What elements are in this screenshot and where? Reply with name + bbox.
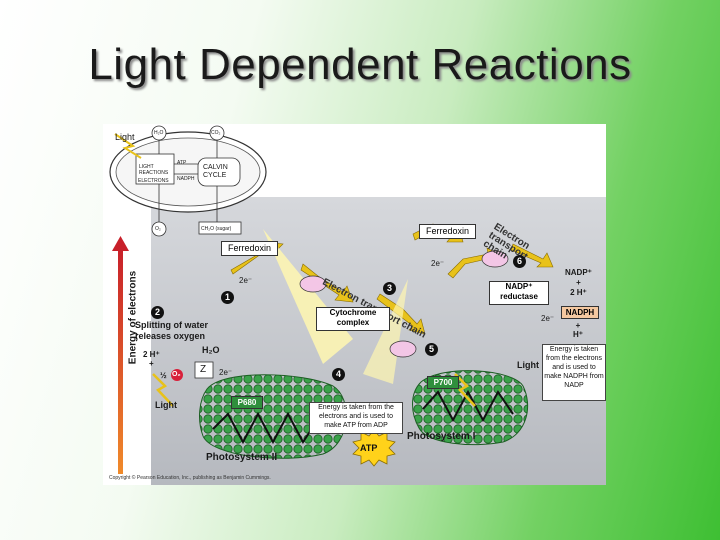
splitting-water-label: Splitting of water releases oxygen (135, 320, 208, 341)
carrier-oval (299, 275, 327, 293)
z-box (194, 361, 214, 379)
o2-label: O₂ (172, 371, 181, 378)
energy-axis-arrow (112, 236, 129, 474)
inset-co2-label: CO₂ (211, 130, 221, 136)
p680-label: P680 (231, 396, 263, 409)
h2o-label: H₂O (202, 345, 220, 355)
inset-nadph-label: NADPH (177, 176, 195, 182)
inset-sugar-label: CH₂O (sugar) (201, 226, 232, 232)
z-label: Z (200, 364, 207, 375)
light-reactions-figure: Light H₂O CO₂ CALVIN CYCLE LIGHT REACTIO… (103, 124, 606, 485)
inset-atp-label: ATP (177, 160, 187, 166)
light-left-label: Light (155, 400, 177, 410)
atp-label: ATP (360, 443, 378, 453)
nadp-plus-label: NADP⁺ + 2 H⁺ (565, 268, 592, 297)
slide-title: Light Dependent Reactions (88, 40, 632, 89)
photosystem-i (412, 370, 529, 446)
step-4-badge: 4 (332, 368, 345, 381)
photosystem-i-label: Photosystem I (407, 431, 476, 442)
inset-o2-label: O₂ (155, 226, 161, 232)
atp-energy-note: Energy is taken from the electrons and i… (309, 402, 403, 434)
carrier-oval (481, 250, 509, 268)
p700-label: P700 (427, 376, 459, 389)
nadp-reductase-box: NADP⁺ reductase (489, 281, 549, 305)
step-5-badge: 5 (425, 343, 438, 356)
step-2-badge: 2 (151, 306, 164, 319)
light-bolt (454, 373, 476, 407)
step-3-badge: 3 (383, 282, 396, 295)
oxygen-dot (171, 369, 183, 381)
cytochrome-complex-box: Cytochrome complex (316, 307, 390, 331)
light-bolt (152, 373, 174, 407)
energy-axis-label: Energy of electrons (127, 270, 139, 365)
photosystem-ii-label: Photosystem II (206, 452, 278, 463)
inset-electrons-label: ELECTRONS (138, 178, 169, 184)
h-plus-label: 2 H⁺ + (143, 350, 160, 368)
ferredoxin-box-left: Ferredoxin (221, 241, 278, 256)
inset-light-reactions-label: LIGHT REACTIONS (139, 164, 169, 176)
light-beam (363, 279, 408, 384)
e-minus-top-left-label: 2e⁻ (239, 276, 253, 285)
e-minus-right-label: 2e⁻ (541, 314, 555, 323)
copyright-text: Copyright © Pearson Education, Inc., pub… (109, 475, 271, 481)
photosystem-ii (199, 374, 347, 459)
carrier-oval (389, 340, 417, 358)
step-1-badge: 1 (221, 291, 234, 304)
atp-starburst (352, 429, 396, 467)
ferredoxin-box-right: Ferredoxin (419, 224, 476, 239)
e-minus-left-label: 2e⁻ (219, 368, 233, 377)
inset-light-label: Light (115, 132, 135, 142)
step-6-badge: 6 (513, 255, 526, 268)
plus-h-label: + H⁺ (573, 321, 583, 339)
inset-h2o-label: H₂O (154, 130, 164, 136)
inset-calvin-label: CALVIN CYCLE (203, 164, 228, 179)
light-right-label: Light (517, 360, 539, 370)
e-minus-top-right-label: 2e⁻ (431, 259, 445, 268)
half-label: ½ (160, 371, 167, 380)
nadph-energy-note: Energy is taken from the electrons and i… (542, 344, 606, 401)
chloroplast-inset (109, 125, 267, 237)
nadph-label: NADPH (561, 306, 599, 319)
